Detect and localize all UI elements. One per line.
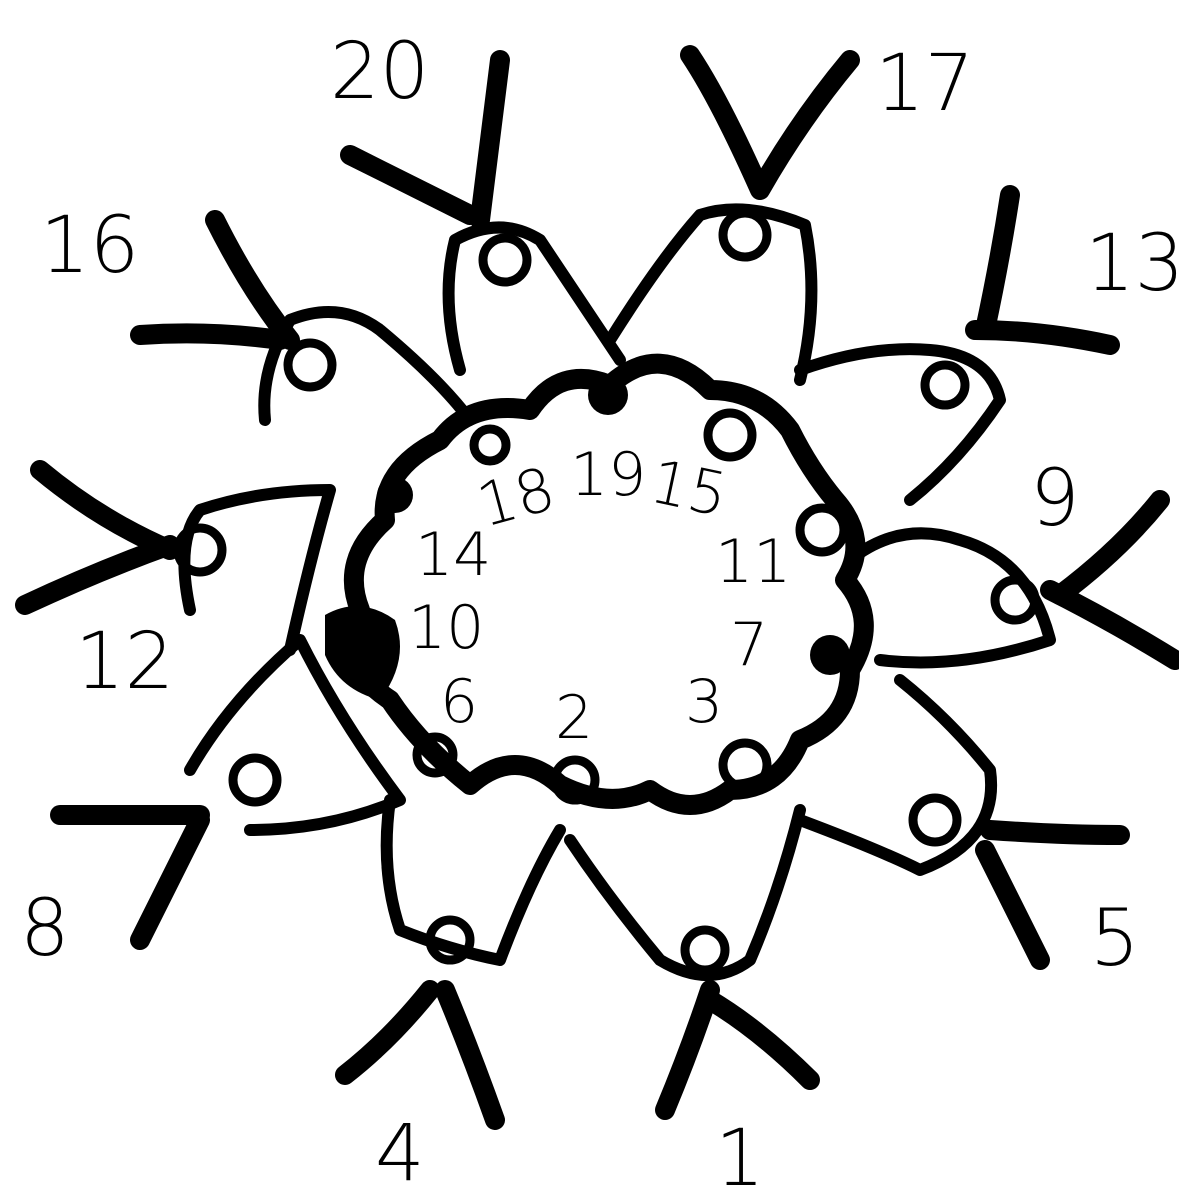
inner-labels: 18 19 15 14 11 10 7 6 3 2	[408, 440, 791, 753]
label-4: 4	[375, 1109, 425, 1194]
figure-17	[610, 55, 850, 380]
figure-12	[25, 470, 330, 650]
figure-4	[345, 800, 560, 1120]
outer-figures	[25, 55, 1175, 1120]
label-6: 6	[440, 667, 478, 737]
label-16: 16	[40, 201, 139, 291]
label-12: 12	[75, 617, 174, 707]
label-15: 15	[644, 447, 733, 531]
figure-9	[850, 500, 1175, 663]
label-8: 8	[20, 884, 70, 974]
label-14: 14	[415, 520, 491, 590]
figure-5	[800, 680, 1120, 960]
label-19: 19	[570, 440, 646, 510]
label-1: 1	[715, 1114, 765, 1194]
label-2: 2	[555, 683, 593, 753]
label-10: 10	[408, 593, 484, 663]
label-9: 9	[1030, 454, 1080, 544]
figure-1	[570, 810, 810, 1110]
label-7: 7	[730, 610, 768, 680]
label-11: 11	[715, 527, 791, 597]
label-20: 20	[330, 27, 429, 117]
label-17: 17	[875, 39, 974, 129]
label-13: 13	[1085, 219, 1179, 309]
label-3: 3	[685, 667, 723, 737]
figure-16	[140, 220, 470, 420]
label-5: 5	[1090, 894, 1140, 984]
